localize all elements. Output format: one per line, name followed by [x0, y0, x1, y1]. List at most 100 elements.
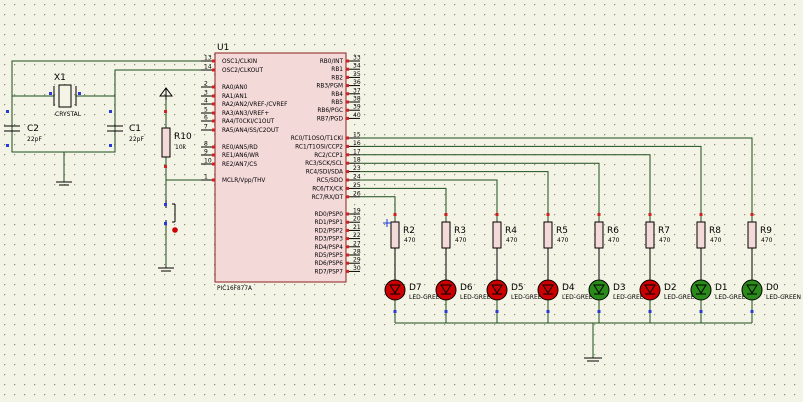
mcu-pin-label: RE1/AN6/WR — [222, 153, 259, 159]
c2-value: 22pF — [27, 136, 42, 143]
mcu-pin-label: RC1/T1OSI/CCP2 — [295, 144, 343, 150]
mcu-pin-number: 13 — [204, 55, 212, 62]
ground-symbol-main — [584, 323, 602, 362]
mcu-pin-number: 28 — [353, 249, 361, 256]
mcu-pin-label: RB7/PGD — [317, 116, 344, 122]
mcu-pin-label: RA0/AN0 — [222, 85, 248, 91]
mcu-pin-label: RA4/T0CKI/C1OUT — [222, 119, 275, 125]
reset-button[interactable] — [164, 200, 178, 233]
led-type: LED-GREEN — [715, 294, 750, 301]
mcu-pin-label: RC7/RX/DT — [312, 195, 344, 201]
resistor-value: 470 — [404, 237, 416, 244]
c1-value: 22pF — [129, 136, 144, 143]
mcu-pin-label: RA5/AN4/SS/C2OUT — [222, 128, 279, 134]
mcu-pin-label: RC3/SCK/SCL — [305, 161, 344, 167]
mcu-pin-label: RE2/AN7/CS — [222, 162, 257, 168]
mcu-pin-number: 22 — [353, 232, 361, 239]
mcu-pin-number: 17 — [353, 148, 361, 155]
capacitor-c2[interactable]: C2 22pF — [4, 110, 42, 147]
mcu-pin-number: 19 — [353, 208, 361, 215]
led-ref: D6 — [460, 283, 473, 293]
capacitor-c1[interactable]: C1 22pF — [107, 110, 144, 147]
resistor-r10[interactable]: R10 10k — [161, 110, 192, 168]
crystal-x1[interactable]: X1 CRYSTAL — [49, 73, 82, 118]
resistor-ref: R5 — [556, 226, 568, 236]
mcu-pin-number: 37 — [353, 87, 361, 94]
mcu-pin-label: RC2/CCP1 — [314, 153, 343, 159]
mcu-pin-number: 18 — [353, 157, 361, 164]
crystal-ref: X1 — [54, 73, 66, 83]
power-arrow — [159, 87, 173, 100]
mcu-pin-number: 35 — [353, 71, 361, 78]
led-type: LED-GREEN — [409, 294, 444, 301]
led-ref: D7 — [409, 283, 422, 293]
mcu-pin-label: RC4/SDI/SDA — [306, 170, 343, 176]
led-bank: R2470R3470R4470R5470R6470R7470R8470R9470… — [384, 213, 801, 323]
mcu-pin-number: 25 — [353, 182, 361, 189]
mcu-u1[interactable]: U1 PIC16F877A — [214, 43, 347, 292]
mcu-pin-label: RA3/AN3/VREF+ — [222, 111, 269, 117]
resistor-value: 470 — [455, 237, 467, 244]
mcu-pin-label: RB1 — [331, 67, 343, 73]
mcu-pin-number: 21 — [353, 224, 361, 231]
mcu-pin-label: RB5 — [331, 100, 343, 106]
led-ref: D3 — [613, 283, 626, 293]
ground-symbol-reset — [158, 267, 174, 272]
mcu-pin-number: 40 — [353, 112, 361, 119]
